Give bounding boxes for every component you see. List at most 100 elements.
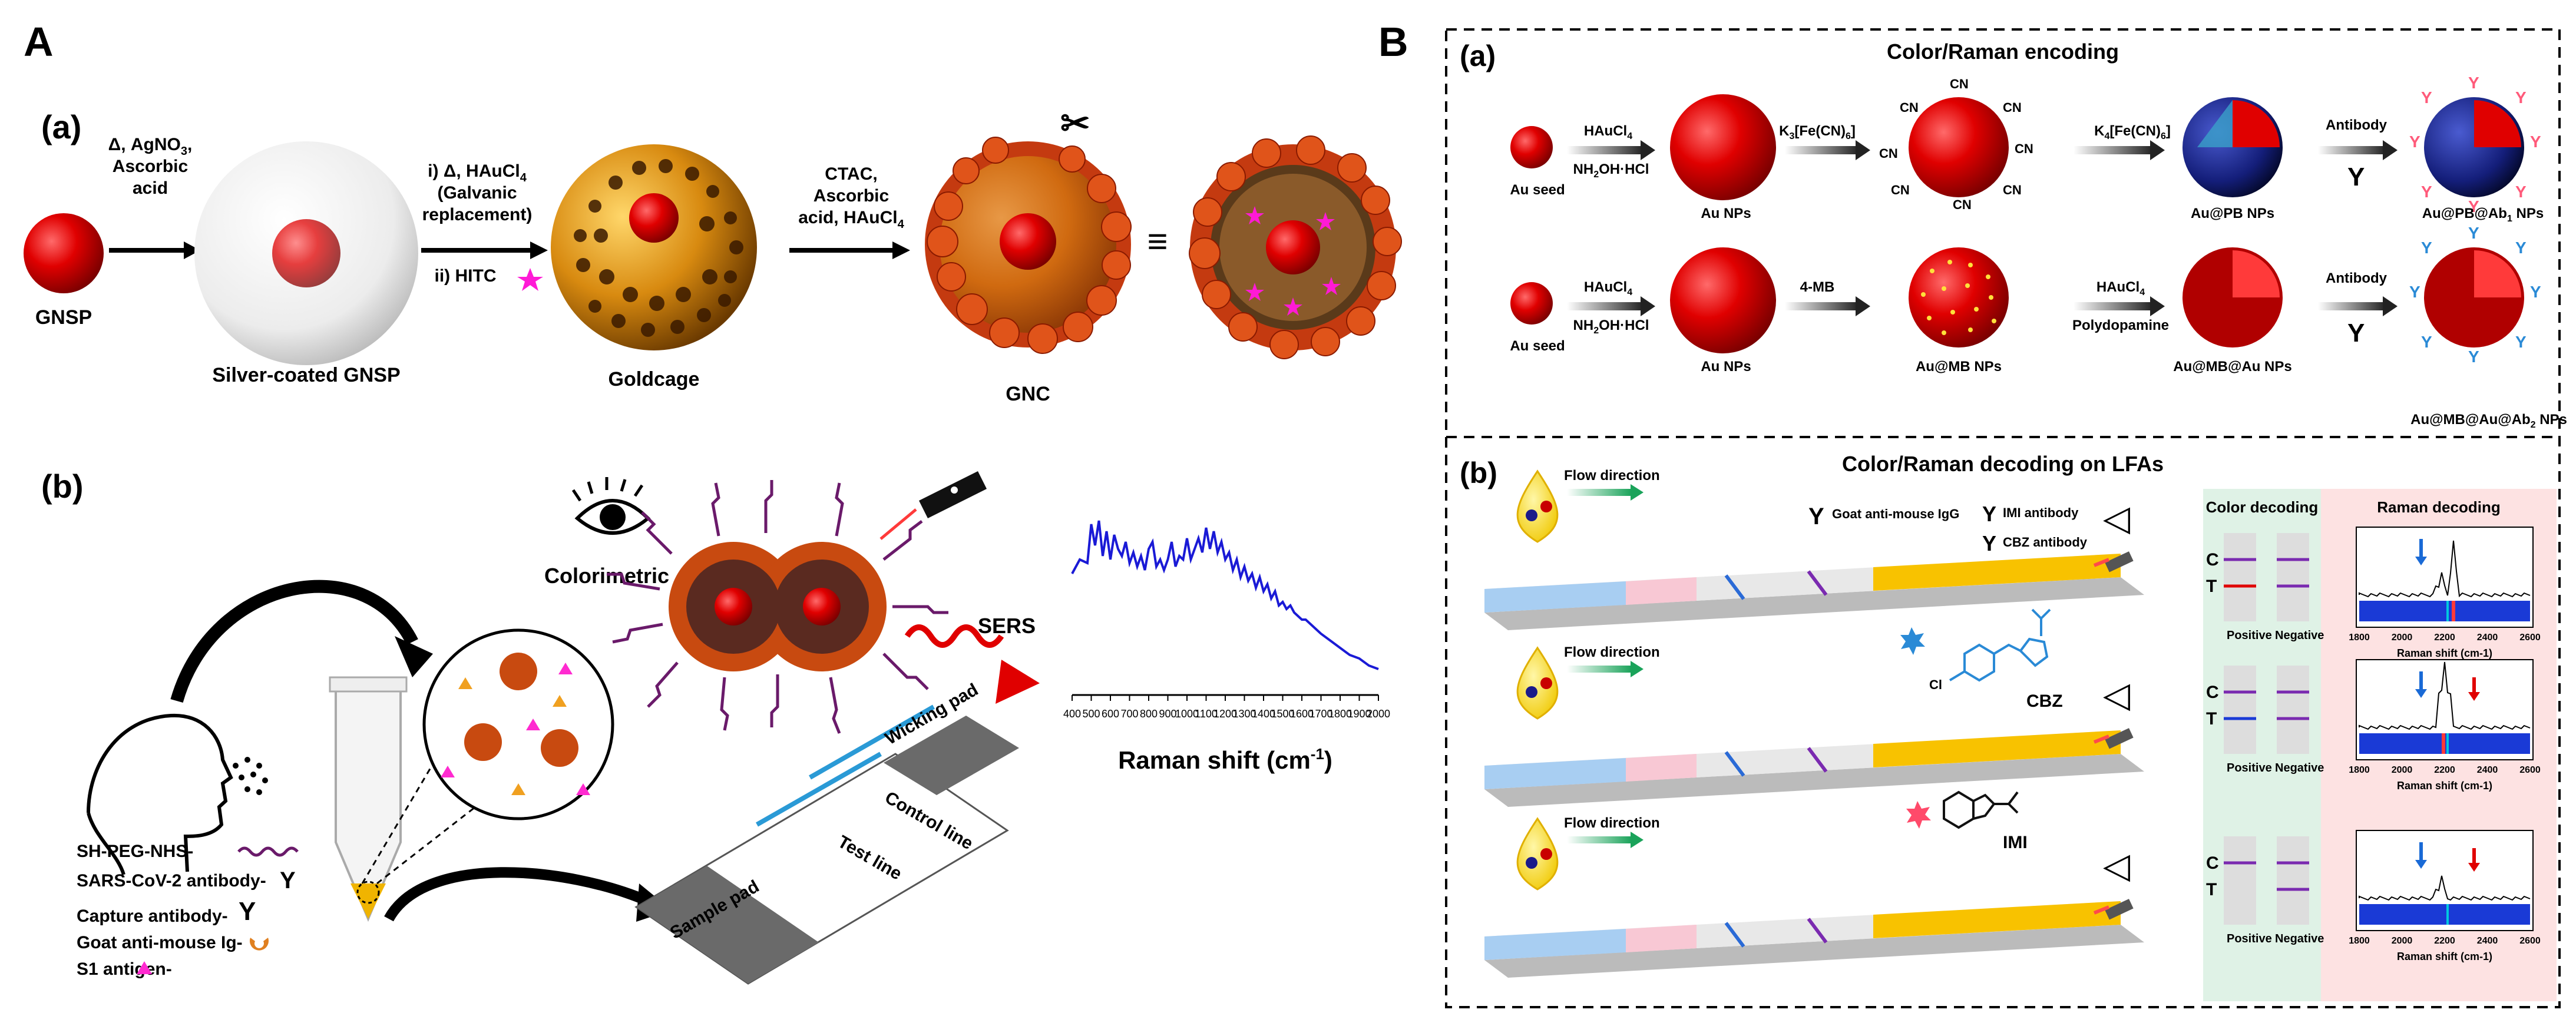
hitc-star-icon [517,268,543,291]
cbz-antibody-icon: Y [1982,531,1996,555]
svg-text:CN: CN [1900,100,1919,115]
breath-dots [233,757,268,795]
row2-reagent-3b: Polydopamine [2072,317,2169,333]
svg-text:CN: CN [1950,77,1969,91]
imi-star-icon [1906,801,1931,829]
panel-b-frame [1445,28,2561,1008]
c-label: C [2206,683,2219,702]
imi-structure [1943,790,2019,829]
light-source-icon [2105,551,2134,572]
cbz-structure [1949,608,2051,682]
gnsp-sphere [24,213,104,293]
raman-mini-tick: 2000 [2392,936,2413,946]
legend-capture-antibody: Capture antibody- [77,906,228,926]
row1-antibody-label: Antibody [2326,117,2387,133]
reagent-3-line1: CTAC, [825,164,877,184]
svg-text:CN: CN [2015,141,2033,156]
row1-arrow-2-head [1856,140,1870,160]
t-label: T [2206,880,2217,899]
raman-tick-label: 1800 [1328,708,1352,720]
svg-text:Y: Y [2515,333,2527,351]
row1-arrow-4 [2318,146,2386,154]
raman-tick-label: 1600 [1290,708,1314,720]
goldcage-holes [574,159,743,337]
row2-antibody-icon: Y [2347,319,2365,347]
row2-reagent-1a: HAuCl4 [1584,279,1632,297]
sample-droplet-icon [1516,646,1559,720]
row1-arrow-1-head [1641,140,1655,160]
goldcage-sphere [551,144,757,350]
row2-au-mb [1909,247,2009,347]
row1-au-np [1670,94,1776,200]
raman-mini-axis-label: Raman shift (cm-1) [2397,951,2492,962]
lfa-strip-b-2: Flow direction◁ [1484,644,2144,807]
raman-tick-label: 800 [1140,708,1158,720]
peg-squiggle-icon [237,846,299,857]
raman-tick-label: 900 [1159,708,1176,720]
gnc-conjugates [607,480,948,734]
c-label: C [2206,550,2219,570]
raman-tick-label: 600 [1102,708,1119,720]
raman-series-line [1071,520,1379,670]
lfa-strip-a [634,704,1019,985]
panel-a-sub-b: (b) [41,468,84,505]
reagent-3-line3: acid, HAuCl4 [798,208,904,231]
legend-sars-antibody: SARS-CoV-2 antibody- [77,871,266,891]
eye-icon [571,477,651,535]
silver-gnsp-label: Silver-coated GNSP [212,364,400,386]
row1-arrow-1 [1567,146,1644,154]
row2-arrow-4-head [2383,296,2398,316]
curved-arrow-down [384,867,650,922]
eye-icon: ◁ [2103,845,2130,886]
silver-core [272,219,340,287]
encoding-title: Color/Raman encoding [1887,39,2119,64]
c-label: C [2206,853,2219,873]
svg-text:Y: Y [2515,183,2527,201]
legend-s1-antigen: S1 antigen- [77,959,172,979]
imi-label: IMI [2003,833,2028,852]
light-source-icon [2105,728,2134,749]
goat-igg-icon: Y [1808,504,1824,529]
raman-mini-tick: 2400 [2477,765,2498,775]
raman-mini-tick: 2200 [2434,765,2455,775]
row2-au-mb-au [2183,247,2283,347]
svg-text:Y: Y [2468,224,2479,242]
flow-arrow [1567,836,1632,843]
row1-final-label: Au@PB@Ab1 NPs [2422,206,2544,224]
flow-direction-label: Flow direction [1564,815,1660,831]
curved-arrow-up-head [395,636,433,677]
color-decoding-label: Color decoding [2206,498,2319,516]
row1-arrow-4-head [2383,140,2398,160]
lfa-strips-b: Flow direction◁Flow direction◁Flow direc… [1484,468,2144,978]
negative-label: Negative [2275,629,2324,642]
antibody-y-icon: Y [280,868,296,893]
raman-mini-tick: 2000 [2392,633,2413,643]
cbz-antibody-label: CBZ antibody [2003,535,2088,550]
svg-text:CN: CN [2003,183,2022,197]
cn-labels: CN CN CN CN CN CN CN CN [1879,77,2033,212]
raman-mini-tick: 2600 [2519,936,2541,946]
t-label: T [2206,577,2217,596]
raman-mini-tick: 2200 [2434,936,2455,946]
reagent-2-line4: ii) HITC [435,266,497,286]
row2-arrow-2-head [1856,296,1870,316]
svg-text:Y: Y [2468,74,2479,92]
positive-label: Positive [2227,629,2272,642]
row2-arrow-3 [2074,302,2153,310]
row2-au-seed [1510,282,1553,325]
zoom-particles [441,653,590,795]
row1-au-seed [1510,126,1553,168]
svg-text:Y: Y [2468,197,2479,216]
raman-tick-label: 1500 [1271,708,1294,720]
row1-reagent-2: K3[Fe(CN)6] [1779,123,1856,141]
row2-arrow-1-head [1641,296,1655,316]
row1-arrow-2 [1785,146,1859,154]
goldcage-core [629,193,679,243]
svg-text:CN: CN [1879,146,1898,161]
svg-text:CN: CN [2003,100,2022,115]
svg-text:Y: Y [2421,239,2432,257]
sers-label: SERS [978,614,1036,638]
